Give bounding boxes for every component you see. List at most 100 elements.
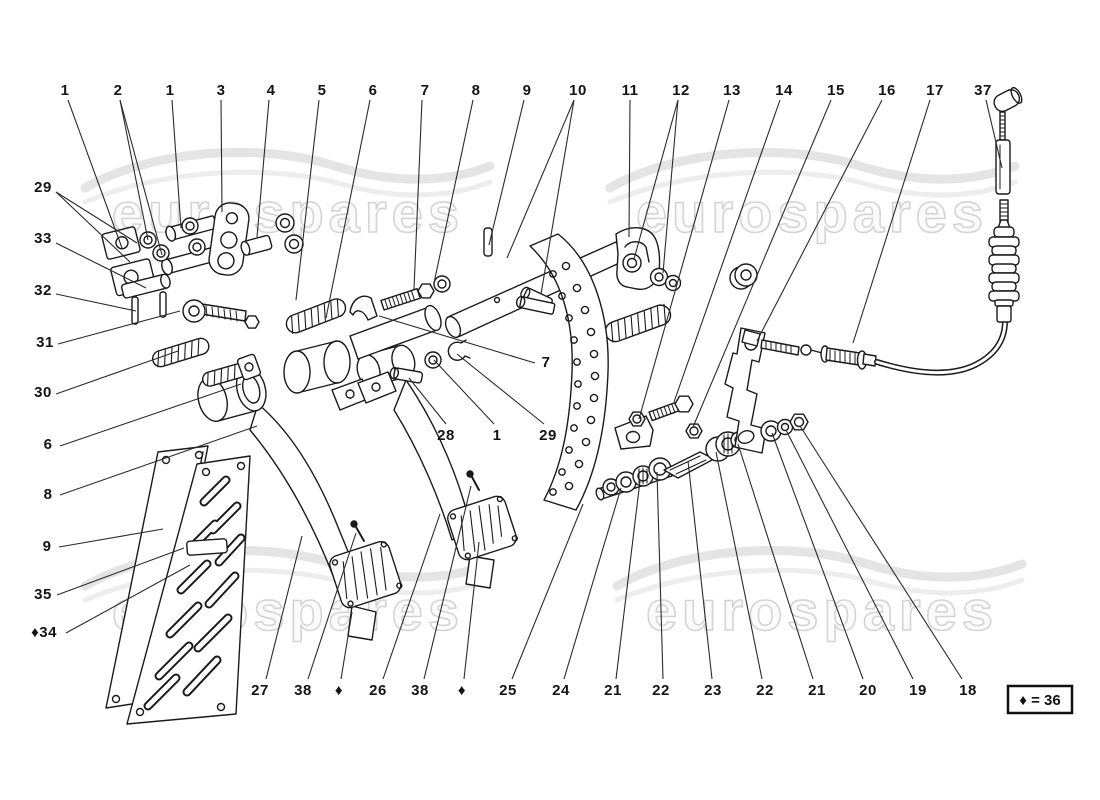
leader-line [638, 99, 730, 420]
callout-label-9: 9 [523, 82, 532, 99]
callout-label-17: 17 [926, 82, 944, 99]
callout-label-20: 20 [859, 682, 877, 699]
callout-label-18: 18 [959, 682, 977, 699]
leader-line [58, 528, 164, 548]
callout-label-19: 19 [909, 682, 927, 699]
leader-line [687, 460, 713, 680]
callout-label-38: 38 [294, 682, 312, 699]
leader-line [256, 99, 270, 238]
callout-label-29: 29 [539, 427, 557, 444]
leader-line [692, 99, 832, 428]
leader-line [540, 99, 575, 295]
callout-label-22: 22 [652, 682, 670, 699]
callout-label-4: 4 [267, 82, 276, 99]
callout-label-28: 28 [437, 427, 455, 444]
callout-label-12: 12 [672, 82, 690, 99]
leader-line [55, 293, 137, 312]
callout-label-30: 30 [34, 384, 52, 401]
shaft-end-bracket [615, 227, 758, 292]
leader-line [307, 532, 357, 680]
callout-label-8: 8 [472, 82, 481, 99]
leader-line [408, 377, 447, 425]
threaded-bolt [380, 275, 451, 311]
callout-label-16: 16 [878, 82, 896, 99]
pivot-sleeve-assembly [283, 295, 471, 411]
leader-line [615, 480, 641, 680]
callout-label-7: 7 [542, 354, 551, 371]
leader-line [456, 353, 545, 425]
pad-screw [350, 520, 365, 542]
leader-line [799, 425, 963, 680]
leader-line [785, 429, 914, 680]
callout-label-6: 6 [44, 436, 53, 453]
leader-line [340, 611, 353, 680]
callout-label-15: 15 [827, 82, 845, 99]
throttle-linkage [595, 327, 809, 501]
leader-line [378, 315, 536, 364]
leader-line [756, 99, 883, 342]
leader-line [715, 451, 763, 680]
lever-bolt [648, 395, 703, 439]
footrest-cover-plate [126, 455, 251, 725]
leader-line [265, 535, 303, 680]
accelerator-pedal-holes [549, 261, 600, 496]
leader-line [295, 99, 320, 301]
callout-label-♦34: ♦34 [31, 624, 57, 641]
callout-label-27: 27 [251, 682, 269, 699]
callout-label-35: 35 [34, 586, 52, 603]
leader-line [463, 541, 480, 680]
spring-clevis [236, 353, 262, 381]
retaining-clip [447, 339, 471, 361]
leader-line [433, 359, 495, 425]
callout-label-31: 31 [36, 334, 54, 351]
callout-label-25: 25 [499, 682, 517, 699]
callout-label-21: 21 [604, 682, 622, 699]
leader-line [325, 99, 371, 319]
legend-box: ♦ = 36 [1006, 684, 1074, 715]
leader-line [55, 242, 147, 289]
callout-label-13: 13 [723, 82, 741, 99]
leader-line [56, 547, 185, 596]
leader-line [423, 485, 472, 680]
callout-label-6: 6 [369, 82, 378, 99]
leader-line [771, 432, 864, 680]
leader-line [59, 425, 258, 496]
leader-line [985, 99, 1003, 169]
leader-line [413, 99, 423, 290]
cable-bellows [988, 219, 1020, 323]
throttle-cable-upper [988, 86, 1023, 323]
leader-line [65, 564, 191, 634]
leader-line [433, 99, 474, 284]
eye-bolt [182, 299, 260, 329]
cable-clamp-bracket [614, 411, 654, 450]
legend-text: ♦ = 36 [1019, 692, 1060, 709]
callout-label-9: 9 [43, 538, 52, 555]
throttle-return-spring [604, 303, 672, 343]
leader-line [59, 383, 242, 447]
watermark-text: eurospares [646, 579, 998, 642]
callout-label-21: 21 [808, 682, 826, 699]
leader-line [119, 99, 149, 241]
leader-line [563, 487, 622, 680]
callout-label-7: 7 [421, 82, 430, 99]
accelerator-pedal [529, 233, 609, 511]
callout-label-10: 10 [569, 82, 587, 99]
callout-label-1: 1 [166, 82, 175, 99]
callout-label-24: 24 [552, 682, 570, 699]
watermark-text: eurospares [112, 181, 464, 244]
left-spring [151, 337, 210, 368]
return-spring-upper [285, 298, 347, 334]
cable-end-knob [993, 86, 1023, 113]
callout-label-14: 14 [775, 82, 793, 99]
leader-line [628, 99, 631, 238]
callout-label-3: 3 [217, 82, 226, 99]
leader-line [656, 471, 664, 680]
callout-label-1: 1 [61, 82, 70, 99]
callout-label-♦: ♦ [458, 682, 466, 699]
callout-label-29: 29 [34, 179, 52, 196]
leader-line [55, 350, 179, 395]
callout-label-38: 38 [411, 682, 429, 699]
leader-line [737, 443, 814, 680]
callout-label-33: 33 [34, 230, 52, 247]
